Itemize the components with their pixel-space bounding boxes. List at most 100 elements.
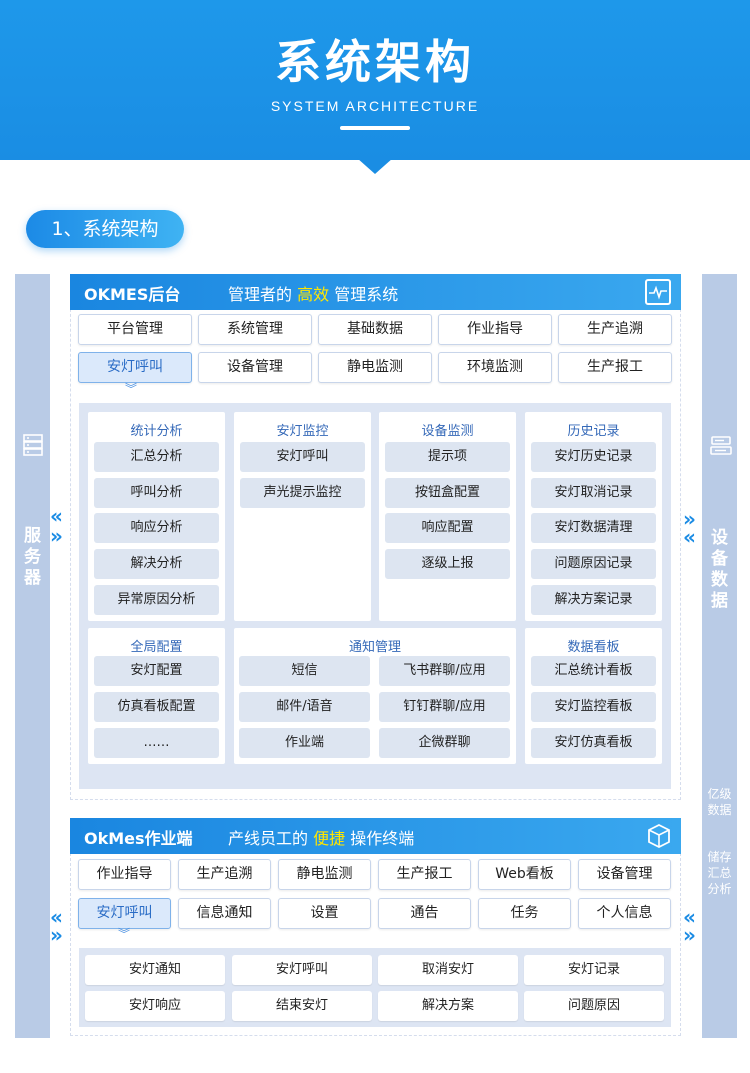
device-label-1: 设 (711, 528, 728, 548)
card-item[interactable]: 响应分析 (94, 513, 219, 543)
card-title: 安灯监控 (276, 424, 329, 439)
module-report[interactable]: 生产报工 (558, 352, 672, 383)
card-title: 统计分析 (130, 424, 183, 439)
server-bar: 服 务 器 (15, 274, 50, 1038)
card-item[interactable]: 邮件/语音 (239, 692, 370, 722)
module-platform[interactable]: 平台管理 (78, 314, 192, 345)
double-chevron-icon: » (50, 923, 63, 947)
note-storage-3: 分析 (707, 882, 732, 896)
module-device[interactable]: 设备管理 (198, 352, 312, 383)
backend-title: OKMES后台 (84, 285, 181, 304)
card-item[interactable]: 安灯数据清理 (531, 513, 656, 543)
card-stats: 统计分析 汇总分析 呼叫分析 响应分析 解决分析 异常原因分析 (88, 412, 225, 621)
backend-desc: 管理者的 高效 管理系统 (228, 285, 399, 304)
header-banner: 系统架构 SYSTEM ARCHITECTURE (0, 0, 750, 160)
worker-module[interactable]: 信息通知 (178, 898, 271, 929)
server-label-3: 器 (24, 568, 41, 588)
card-item[interactable]: 声光提示监控 (240, 478, 365, 508)
card-item[interactable]: 飞书群聊/应用 (379, 656, 510, 686)
worker-andon-item[interactable]: 安灯响应 (85, 991, 225, 1021)
module-environment[interactable]: 环境监测 (438, 352, 552, 383)
worker-andon-item[interactable]: 问题原因 (524, 991, 664, 1021)
worker-module[interactable]: 生产追溯 (178, 859, 271, 890)
card-device-monitor: 设备监测 提示项 按钮盒配置 响应配置 逐级上报 (379, 412, 516, 621)
note-storage-2: 汇总 (707, 866, 732, 880)
worker-header: OkMes作业端 产线员工的 便捷 操作终端 (70, 818, 681, 854)
device-data-bar: 设 备 数 据 (702, 274, 737, 1038)
monitor-icon (645, 279, 671, 305)
card-item[interactable]: 安灯呼叫 (240, 442, 365, 472)
module-esd[interactable]: 静电监测 (318, 352, 432, 383)
worker-module[interactable]: 作业指导 (78, 859, 171, 890)
device-icon (710, 436, 732, 456)
card-item[interactable]: 问题原因记录 (531, 549, 656, 579)
backend-header: OKMES后台 管理者的 高效 管理系统 (70, 274, 681, 310)
card-item[interactable]: 企微群聊 (379, 728, 510, 758)
card-item[interactable]: 作业端 (239, 728, 370, 758)
card-item[interactable]: 解决方案记录 (531, 585, 656, 615)
worker-module[interactable]: 生产报工 (378, 859, 471, 890)
module-system[interactable]: 系统管理 (198, 314, 312, 345)
card-item[interactable]: 逐级上报 (385, 549, 510, 579)
worker-module-andon[interactable]: 安灯呼叫 (78, 898, 171, 929)
worker-module[interactable]: 个人信息 (578, 898, 671, 929)
double-chevron-icon: « (50, 905, 63, 929)
chevron-down-icon: ︾ (124, 382, 137, 396)
note-billion-1: 亿级 (707, 787, 732, 801)
card-item[interactable]: 钉钉群聊/应用 (379, 692, 510, 722)
card-item[interactable]: 按钮盒配置 (385, 478, 510, 508)
module-andon-call[interactable]: 安灯呼叫 (78, 352, 192, 383)
worker-andon-item[interactable]: 安灯呼叫 (232, 955, 372, 985)
card-item[interactable]: 响应配置 (385, 513, 510, 543)
card-item[interactable]: 呼叫分析 (94, 478, 219, 508)
worker-module[interactable]: 设置 (278, 898, 371, 929)
page-title: 系统架构 (275, 35, 475, 89)
server-label-2: 务 (24, 547, 41, 567)
card-item[interactable]: 安灯取消记录 (531, 478, 656, 508)
device-label-3: 数 (711, 570, 728, 590)
card-item[interactable]: 安灯历史记录 (531, 442, 656, 472)
card-item[interactable]: 汇总统计看板 (531, 656, 656, 686)
worker-andon-item[interactable]: 取消安灯 (378, 955, 518, 985)
card-item[interactable]: 短信 (239, 656, 370, 686)
worker-title: OkMes作业端 (84, 829, 193, 848)
worker-module[interactable]: 任务 (478, 898, 571, 929)
double-chevron-icon: » (683, 507, 696, 531)
card-history: 历史记录 安灯历史记录 安灯取消记录 安灯数据清理 问题原因记录 解决方案记录 (525, 412, 662, 621)
note-billion-2: 数据 (707, 803, 732, 817)
card-item[interactable]: 解决分析 (94, 549, 219, 579)
card-item[interactable]: 安灯仿真看板 (531, 728, 656, 758)
card-title: 历史记录 (567, 424, 620, 439)
card-item[interactable]: 汇总分析 (94, 442, 219, 472)
card-title: 通知管理 (348, 640, 401, 655)
card-item[interactable]: 仿真看板配置 (94, 692, 219, 722)
card-title: 数据看板 (567, 640, 620, 655)
module-work-guide[interactable]: 作业指导 (438, 314, 552, 345)
device-label-2: 备 (711, 549, 728, 569)
worker-module[interactable]: 静电监测 (278, 859, 371, 890)
banner-notch (357, 158, 393, 174)
worker-andon-item[interactable]: 安灯记录 (524, 955, 664, 985)
double-chevron-icon: » (50, 524, 63, 548)
module-trace[interactable]: 生产追溯 (558, 314, 672, 345)
card-item[interactable]: 安灯配置 (94, 656, 219, 686)
double-chevron-icon: » (683, 923, 696, 947)
worker-andon-item[interactable]: 解决方案 (378, 991, 518, 1021)
card-data-board: 数据看板 汇总统计看板 安灯监控看板 安灯仿真看板 (525, 628, 662, 764)
worker-module[interactable]: 设备管理 (578, 859, 671, 890)
card-item[interactable]: 异常原因分析 (94, 585, 219, 615)
card-global-config: 全局配置 安灯配置 仿真看板配置 …… (88, 628, 225, 764)
worker-andon-item[interactable]: 结束安灯 (232, 991, 372, 1021)
worker-module[interactable]: Web看板 (478, 859, 571, 890)
note-storage-1: 储存 (707, 850, 732, 864)
card-title: 设备监测 (421, 424, 474, 439)
card-item[interactable]: 安灯监控看板 (531, 692, 656, 722)
card-item[interactable]: 提示项 (385, 442, 510, 472)
worker-module[interactable]: 通告 (378, 898, 471, 929)
server-icon (23, 434, 43, 456)
title-underline (340, 126, 410, 130)
server-label-1: 服 (24, 526, 41, 546)
worker-andon-item[interactable]: 安灯通知 (85, 955, 225, 985)
card-item[interactable]: …… (94, 728, 219, 758)
module-basic-data[interactable]: 基础数据 (318, 314, 432, 345)
